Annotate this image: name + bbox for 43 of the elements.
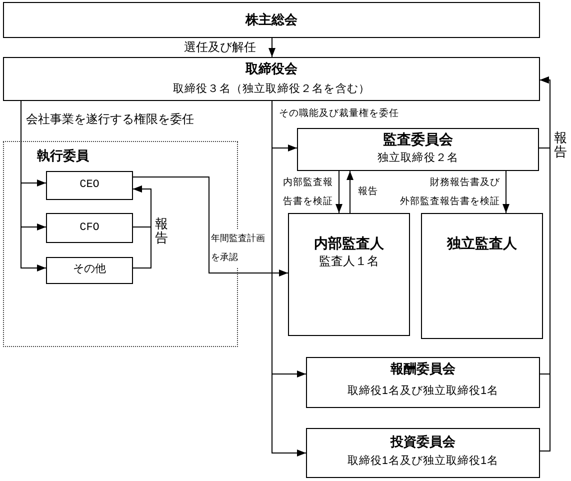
arrow (132, 186, 152, 268)
edge-label: 報告 (554, 131, 567, 160)
title-text: 株主総会 (246, 12, 298, 28)
arrow (336, 170, 342, 214)
arrow (346, 170, 354, 214)
body-text: 監査人１名 (319, 254, 379, 270)
title-text: 監査委員会 (383, 130, 453, 148)
edge-label: 報告 (358, 186, 378, 198)
edge-label: 会社事業を遂行する権限を委任 (26, 112, 194, 128)
arrow (540, 76, 550, 452)
org-box (3, 57, 540, 101)
body-text: 取締役1名及び独立取締役1名 (347, 454, 499, 468)
body-text: 独立取締役２名 (377, 150, 459, 166)
role-text: その他 (73, 262, 106, 278)
org-box (306, 428, 540, 478)
edge-label: 内部監査報告書を検証 (283, 176, 333, 209)
org-box (297, 128, 539, 171)
arrow (132, 176, 288, 276)
org-box (46, 171, 133, 200)
org-box (421, 213, 543, 339)
org-box (46, 213, 133, 243)
role-text: CEO (80, 178, 100, 192)
title-text: 報酬委員会 (390, 360, 456, 378)
edge-label: その職能及び裁量権を委任 (279, 108, 399, 120)
title-text: 内部監査人 (314, 234, 384, 252)
title-text: 取締役会 (246, 60, 298, 78)
org-box (46, 257, 133, 284)
title-text: 投資委員会 (390, 434, 456, 450)
body-text: 取締役1名及び独立取締役1名 (347, 384, 499, 398)
edge-label: 選任及び解任 (184, 40, 256, 56)
edge-label: 報告 (155, 217, 168, 246)
body-text: 取締役３名（独立取締役２名を含む） (172, 82, 370, 96)
role-text: CFO (80, 220, 100, 236)
group-heading: 執行委員 (37, 148, 89, 164)
arrow (268, 38, 276, 58)
org-box (306, 357, 540, 408)
org-box (3, 2, 540, 38)
arrow (502, 170, 510, 214)
arrow (20, 100, 46, 272)
org-box (288, 213, 410, 336)
title-text: 独立監査人 (447, 234, 517, 252)
edge-label: 財務報告書及び外部監査報告書を検証 (400, 176, 500, 209)
arrow (272, 100, 306, 456)
